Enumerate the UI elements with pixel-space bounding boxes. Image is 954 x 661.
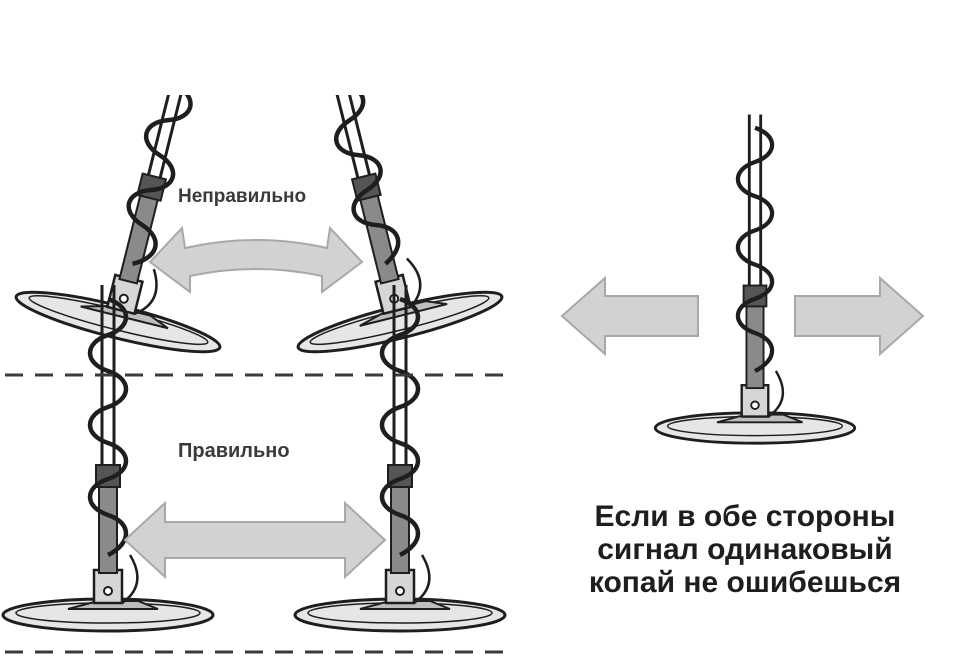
arrow-right	[794, 275, 925, 357]
arrow-left	[560, 275, 699, 357]
curved-double-arrow	[148, 225, 364, 294]
label-wrong: Неправильно	[178, 186, 307, 207]
caption-line-3: копай не ошибешься	[588, 566, 902, 599]
caption-line-2: сигнал одинаковый	[597, 533, 893, 566]
detector-wrong-left	[12, 0, 299, 363]
detector-center	[655, 114, 855, 443]
detector-wrong-right	[218, 0, 505, 363]
label-right: Правильно	[178, 440, 290, 462]
caption: Если в обе стороны сигнал одинаковый коп…	[555, 500, 935, 599]
caption-line-1: Если в обе стороны	[594, 500, 896, 533]
straight-double-arrow	[123, 500, 387, 580]
